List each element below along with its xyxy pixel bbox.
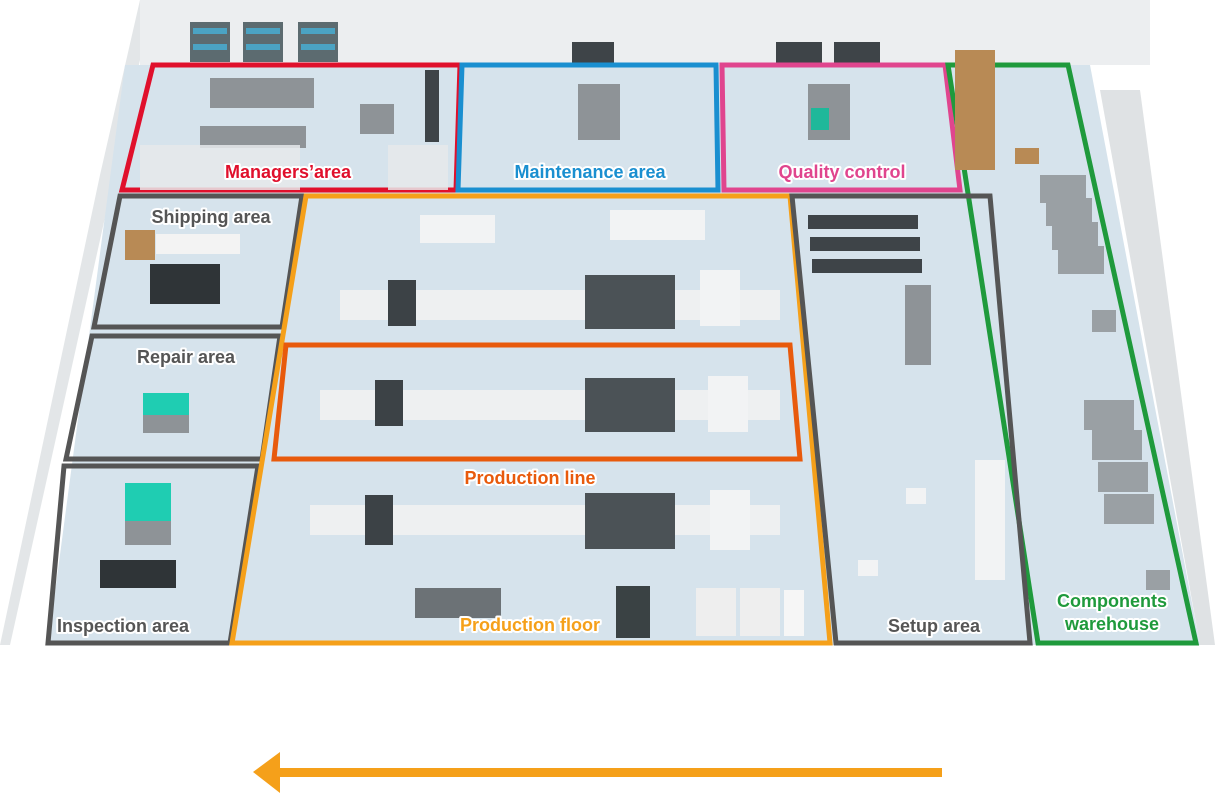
setup-area-border	[789, 193, 1033, 646]
warehouse-label-line1: Components	[1057, 591, 1167, 611]
production-floor-equipment	[415, 586, 804, 638]
warehouse-label-line2: warehouse	[1064, 614, 1159, 634]
warehouse-racks	[1040, 175, 1170, 590]
setup-area-label: Setup area	[888, 616, 981, 636]
shelf-bins	[193, 28, 335, 50]
managers-partition	[140, 145, 300, 190]
back-shelves	[190, 22, 880, 64]
quality-control-border	[719, 62, 963, 193]
managers-area-label: Managers’area	[225, 162, 352, 182]
right-wall	[1100, 90, 1215, 645]
smt-line-1	[340, 210, 780, 329]
smt-line-3	[310, 490, 780, 550]
back-wall	[140, 0, 1150, 65]
managers-desks	[200, 70, 439, 148]
production-floor-label: Production floor	[460, 615, 600, 635]
warehouse-boxes	[955, 50, 1039, 170]
repair-area-label: Repair area	[137, 347, 236, 367]
shipping-area-label: Shipping area	[151, 207, 271, 227]
quality-control-label: Quality control	[778, 162, 905, 182]
inspection-area-label: Inspection area	[57, 616, 190, 636]
maintenance-desk	[578, 84, 620, 140]
warehouse-border	[945, 62, 1200, 646]
production-line-label: Production line	[464, 468, 595, 488]
smt-lines	[310, 210, 804, 638]
flow-arrow-head	[253, 752, 280, 793]
setup-feeders	[808, 215, 1005, 580]
quality-desk-mat	[811, 108, 829, 130]
production-floor-border	[229, 193, 833, 646]
repair-bench-mat	[143, 393, 189, 415]
flow-arrow-left	[253, 752, 942, 793]
smt-line-2	[320, 376, 780, 432]
production-line-border	[271, 342, 803, 462]
managers-partition-right	[388, 145, 448, 190]
maintenance-area-label: Maintenance area	[514, 162, 666, 182]
inspection-bench-mat	[125, 483, 171, 521]
shipping-equipment	[125, 230, 240, 304]
flow-arrow-shaft	[280, 768, 942, 777]
left-wall	[0, 0, 140, 645]
maintenance-area-border	[455, 62, 721, 193]
inspection-racks	[100, 560, 176, 588]
